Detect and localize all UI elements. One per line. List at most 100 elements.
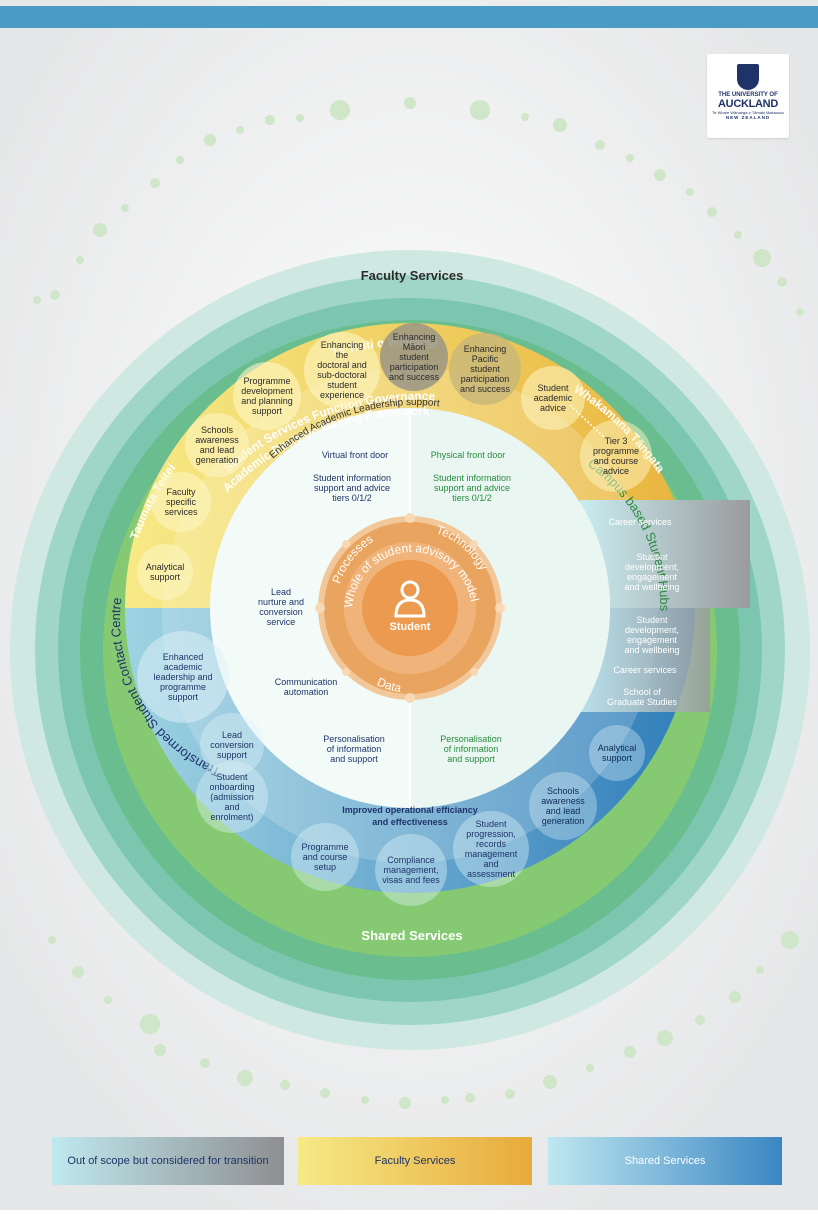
schools-faculty-bubble-text-line: awareness (195, 435, 239, 445)
tier3-connector (569, 404, 606, 439)
tier3-bubble-text-line: programme (593, 446, 639, 456)
bubble-layer (137, 323, 652, 906)
onboarding-bubble-text-line: (admission (210, 792, 254, 802)
analytical-bubble-text-line: Analytical (146, 562, 185, 572)
lead-conversion-bubble (200, 713, 264, 777)
progression-bubble-text-line: progression, (466, 829, 516, 839)
onboarding-bubble-text-line: and (224, 802, 239, 812)
physical-front-door: Physical front door (431, 450, 506, 460)
doctoral-bubble (304, 332, 380, 408)
pacific-bubble-text-line: Pacific (472, 354, 499, 364)
hub-career-bottom-line: Career services (613, 665, 677, 675)
maori-bubble-text-line: student (399, 352, 429, 362)
hub-dev-top-line: development, (625, 562, 679, 572)
compliance-bubble (375, 834, 447, 906)
student-academic-bubble-text-line: academic (534, 393, 573, 403)
hub-career-top-line: Career services (608, 517, 672, 527)
info-right-text-line: Student information (433, 473, 511, 483)
enhanced-leadership-bubble-text-line: support (168, 692, 199, 702)
physical-front-door-line: Physical front door (431, 450, 506, 460)
pacific-bubble-text-line: and success (460, 384, 511, 394)
hub-dev-top-line: Student (636, 552, 668, 562)
info-left-text-line: tiers 0/1/2 (332, 493, 372, 503)
onboarding-bubble-text-line: Student (216, 772, 248, 782)
schools-shared-bubble (529, 772, 597, 840)
hub-graduate-line: School of (623, 687, 661, 697)
personal-left-text-line: of information (327, 744, 382, 754)
onboarding-bubble (196, 761, 268, 833)
personal-left-text-line: and support (330, 754, 378, 764)
decorative-dots (33, 97, 804, 1109)
core-gear (318, 516, 502, 700)
programme-setup-bubble-text-line: and course (303, 852, 348, 862)
lead-conversion-bubble-text-line: conversion (210, 740, 254, 750)
core-teeth (315, 513, 505, 703)
progression-bubble-text-line: Student (475, 819, 507, 829)
logo-line-1: THE UNIVERSITY OF (718, 92, 778, 98)
legend-shared-services: Shared Services (548, 1137, 782, 1185)
personal-right-text-line: Personalisation (440, 734, 502, 744)
hub-career-top: Career services (608, 517, 672, 527)
logo-line-3: Te Whare Wānanga o Tāmaki Makaurau (712, 110, 784, 115)
tier3-bubble-text-line: advice (603, 466, 629, 476)
analytical-shared-bubble-text-line: support (602, 753, 633, 763)
doctoral-bubble-text-line: doctoral and (317, 360, 367, 370)
logo-line-4: NEW ZEALAND (725, 115, 771, 120)
progression-bubble-text-line: and (483, 859, 498, 869)
progression-bubble (453, 811, 529, 887)
analytical-shared-bubble (589, 725, 645, 781)
personal-left-text-line: Personalisation (323, 734, 385, 744)
tier3-bubble-text-line: and course (594, 456, 639, 466)
crest-icon (737, 64, 759, 90)
progression-bubble-text-line: records (476, 839, 507, 849)
hub-dev-bottom-line: and wellbeing (624, 645, 679, 655)
improved-label-1: Improved operational efficiancy (342, 805, 478, 815)
enhanced-leadership-bubble-text-line: leadership and (153, 672, 212, 682)
schools-faculty-bubble-text-line: Schools (201, 425, 234, 435)
legend-out-of-scope: Out of scope but considered for transiti… (52, 1137, 284, 1185)
schools-shared-bubble-text-line: and lead (546, 806, 581, 816)
schools-faculty-bubble-text-line: generation (196, 455, 239, 465)
personal-right-text-line: and support (447, 754, 495, 764)
enhanced-leadership-bubble-text-line: programme (160, 682, 206, 692)
doctoral-bubble-text-line: the (336, 350, 349, 360)
top-bar (0, 6, 818, 28)
hub-graduate-line: Graduate Studies (607, 697, 678, 707)
programme-bubble-text-line: support (252, 406, 283, 416)
hub-career-bottom: Career services (613, 665, 677, 675)
tier3-bubble (580, 420, 652, 492)
enhanced-leadership-bubble (137, 631, 229, 723)
info-right-text-line: tiers 0/1/2 (452, 493, 492, 503)
student-academic-bubble-text-line: advice (540, 403, 566, 413)
programme-setup-bubble-text-line: Programme (301, 842, 348, 852)
university-logo: THE UNIVERSITY OF AUCKLAND Te Whare Wāna… (707, 54, 789, 138)
faculty-services-label: Faculty Services (361, 268, 464, 283)
physical-half (410, 408, 610, 808)
enhanced-leadership-bubble-text-line: academic (164, 662, 203, 672)
compliance-bubble-text-line: management, (383, 865, 438, 875)
programme-bubble-text-line: Programme (243, 376, 290, 386)
virtual-front-door-line: Virtual front door (322, 450, 388, 460)
hub-dev-bottom-line: development, (625, 625, 679, 635)
onboarding-bubble-text-line: onboarding (209, 782, 254, 792)
analytical-shared-bubble-text-line: Analytical (598, 743, 637, 753)
tier3-bubble-text-line: Tier 3 (605, 436, 628, 446)
faculty-specific-bubble-text-line: services (164, 507, 198, 517)
maori-bubble-text-line: Māori (403, 342, 426, 352)
